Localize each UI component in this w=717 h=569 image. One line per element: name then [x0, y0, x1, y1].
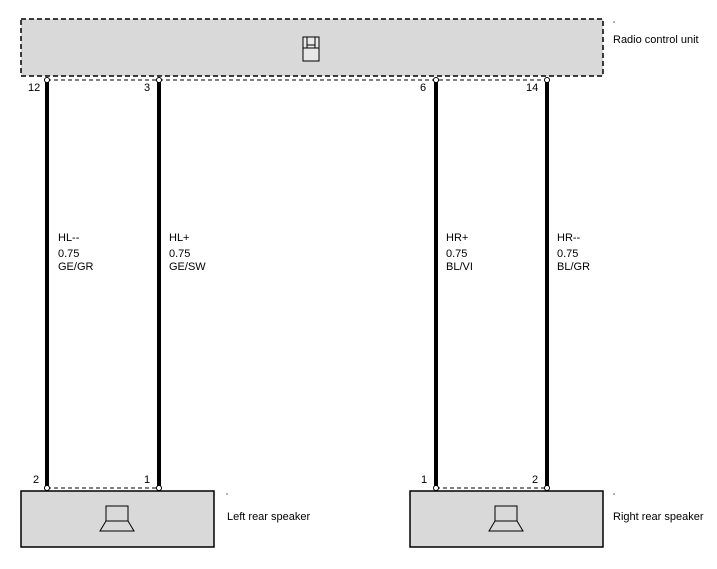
pin-terminal — [544, 77, 550, 83]
wire-color-code: BL/VI — [446, 261, 473, 273]
wire-label: HL-- 0.75 GE/GR — [58, 232, 93, 274]
corner-mark — [613, 21, 615, 23]
pin-terminal — [156, 77, 162, 83]
right-rear-speaker-box — [409, 490, 604, 548]
pin-terminal — [44, 485, 50, 491]
speaker-icon — [488, 505, 524, 532]
wire-gauge: 0.75 — [557, 248, 579, 260]
wire-label: HL+ 0.75 GE/SW — [169, 232, 206, 274]
wire-gauge: 0.75 — [58, 248, 80, 260]
wire-gauge: 0.75 — [169, 248, 191, 260]
left-rear-speaker-box — [20, 490, 215, 548]
wire-label: HR-- 0.75 BL/GR — [557, 232, 590, 274]
wire-signal: HL+ — [169, 232, 190, 244]
right-rear-speaker-label: Right rear speaker — [613, 511, 704, 523]
wire-color-code: GE/GR — [58, 261, 94, 273]
pin-terminal — [544, 485, 550, 491]
wire-gauge: 0.75 — [446, 248, 468, 260]
pin-number: 1 — [421, 474, 428, 486]
wire-label: HR+ 0.75 BL/VI — [446, 232, 473, 274]
radio-control-unit-label: Radio control unit — [613, 34, 699, 46]
pin-terminal — [433, 485, 439, 491]
wire-signal: HL-- — [58, 232, 80, 244]
radio-unit-icon — [302, 36, 320, 62]
pin-number: 2 — [33, 474, 40, 486]
pin-number: 2 — [532, 474, 539, 486]
corner-mark — [226, 493, 228, 495]
pin-number: 3 — [144, 82, 151, 94]
left-rear-speaker-label: Left rear speaker — [227, 511, 311, 523]
speaker-icon — [99, 505, 135, 532]
pin-number: 14 — [526, 82, 539, 94]
pin-number: 12 — [28, 82, 41, 94]
pin-number: 6 — [420, 82, 427, 94]
wire-color-code: BL/GR — [557, 261, 591, 273]
pin-number: 1 — [144, 474, 151, 486]
pin-terminal — [44, 77, 50, 83]
corner-mark — [613, 493, 615, 495]
wire-color-code: GE/SW — [169, 261, 206, 273]
wire-signal: HR+ — [446, 232, 469, 244]
wire-signal: HR-- — [557, 232, 581, 244]
pin-terminal — [156, 485, 162, 491]
pin-terminal — [433, 77, 439, 83]
